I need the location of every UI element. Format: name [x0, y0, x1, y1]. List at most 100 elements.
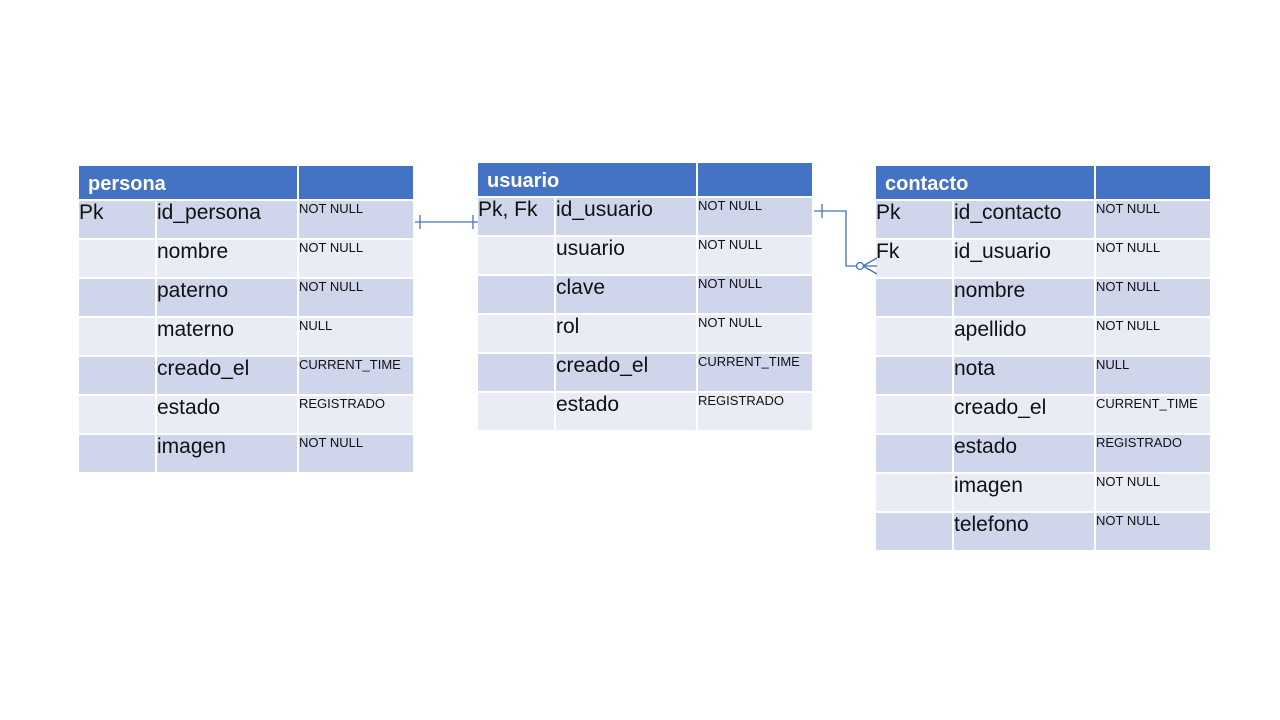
key-cell [478, 354, 556, 393]
table-title: contacto [876, 166, 1096, 201]
table-row: telefono NOT NULL [876, 513, 1212, 552]
field-name: nota [954, 357, 1096, 396]
key-cell: Pk [876, 201, 954, 240]
table-row: estado REGISTRADO [478, 393, 814, 432]
key-cell [79, 279, 157, 318]
key-cell [79, 318, 157, 357]
table-row: Pk, Fk id_usuario NOT NULL [478, 198, 814, 237]
field-name: id_contacto [954, 201, 1096, 240]
field-name: nombre [157, 240, 299, 279]
field-constraint: REGISTRADO [698, 393, 814, 432]
field-constraint: NOT NULL [1096, 279, 1212, 318]
field-name: id_usuario [954, 240, 1096, 279]
field-constraint: NOT NULL [1096, 318, 1212, 357]
field-name: estado [954, 435, 1096, 474]
field-name: clave [556, 276, 698, 315]
table-row: apellido NOT NULL [876, 318, 1212, 357]
table-row: estado REGISTRADO [876, 435, 1212, 474]
field-constraint: NOT NULL [698, 237, 814, 276]
field-name: usuario [556, 237, 698, 276]
table-usuario: usuario Pk, Fk id_usuario NOT NULL usuar… [478, 163, 814, 432]
field-constraint: NULL [1096, 357, 1212, 396]
field-name: imagen [157, 435, 299, 474]
field-constraint: NOT NULL [299, 279, 415, 318]
key-cell: Pk [79, 201, 157, 240]
field-constraint: NOT NULL [698, 276, 814, 315]
table-header: contacto [876, 166, 1212, 201]
field-constraint: CURRENT_TIME [1096, 396, 1212, 435]
field-constraint: NULL [299, 318, 415, 357]
table-row: imagen NOT NULL [876, 474, 1212, 513]
key-cell [876, 396, 954, 435]
table-title: persona [79, 166, 299, 201]
table-row: paterno NOT NULL [79, 279, 415, 318]
table-header-blank [299, 166, 415, 201]
field-constraint: NOT NULL [1096, 513, 1212, 552]
table-row: rol NOT NULL [478, 315, 814, 354]
table-row: creado_el CURRENT_TIME [478, 354, 814, 393]
field-name: id_usuario [556, 198, 698, 237]
field-constraint: NOT NULL [299, 201, 415, 240]
key-cell [79, 396, 157, 435]
key-cell [876, 318, 954, 357]
key-cell [79, 435, 157, 474]
table-contacto: contacto Pk id_contacto NOT NULL Fk id_u… [876, 166, 1212, 552]
key-cell: Fk [876, 240, 954, 279]
table-row: Fk id_usuario NOT NULL [876, 240, 1212, 279]
field-constraint: NOT NULL [698, 198, 814, 237]
relation-line [814, 210, 857, 267]
table-header-blank [698, 163, 814, 198]
field-constraint: CURRENT_TIME [698, 354, 814, 393]
field-name: estado [157, 396, 299, 435]
field-name: creado_el [157, 357, 299, 396]
table-row: Pk id_persona NOT NULL [79, 201, 415, 240]
field-name: rol [556, 315, 698, 354]
table-header: persona [79, 166, 415, 201]
key-cell [876, 474, 954, 513]
key-cell [876, 279, 954, 318]
field-constraint: NOT NULL [1096, 240, 1212, 279]
field-name: creado_el [556, 354, 698, 393]
field-constraint: NOT NULL [299, 435, 415, 474]
table-row: imagen NOT NULL [79, 435, 415, 474]
table-row: usuario NOT NULL [478, 237, 814, 276]
key-cell [79, 240, 157, 279]
field-name: nombre [954, 279, 1096, 318]
table-row: creado_el CURRENT_TIME [79, 357, 415, 396]
zero-marker [855, 261, 865, 271]
table-header-blank [1096, 166, 1212, 201]
field-constraint: NOT NULL [1096, 201, 1212, 240]
table-row: creado_el CURRENT_TIME [876, 396, 1212, 435]
relation-usuario-contacto [814, 204, 878, 275]
table-persona: persona Pk id_persona NOT NULL nombre NO… [79, 166, 415, 474]
table-row: nombre NOT NULL [79, 240, 415, 279]
field-name: id_persona [157, 201, 299, 240]
field-name: apellido [954, 318, 1096, 357]
key-cell [876, 357, 954, 396]
key-cell [478, 315, 556, 354]
field-constraint: NOT NULL [299, 240, 415, 279]
key-cell [876, 435, 954, 474]
table-row: Pk id_contacto NOT NULL [876, 201, 1212, 240]
table-row: clave NOT NULL [478, 276, 814, 315]
field-name: creado_el [954, 396, 1096, 435]
crowfoot-marker [862, 265, 878, 275]
key-cell [478, 237, 556, 276]
field-constraint: REGISTRADO [299, 396, 415, 435]
field-name: estado [556, 393, 698, 432]
field-constraint: NOT NULL [698, 315, 814, 354]
key-cell: Pk, Fk [478, 198, 556, 237]
table-title: usuario [478, 163, 698, 198]
key-cell [478, 393, 556, 432]
field-name: paterno [157, 279, 299, 318]
relation-persona-usuario [415, 215, 478, 229]
field-constraint: CURRENT_TIME [299, 357, 415, 396]
key-cell [478, 276, 556, 315]
key-cell [876, 513, 954, 552]
field-constraint: REGISTRADO [1096, 435, 1212, 474]
table-row: estado REGISTRADO [79, 396, 415, 435]
table-header: usuario [478, 163, 814, 198]
table-row: nota NULL [876, 357, 1212, 396]
field-constraint: NOT NULL [1096, 474, 1212, 513]
